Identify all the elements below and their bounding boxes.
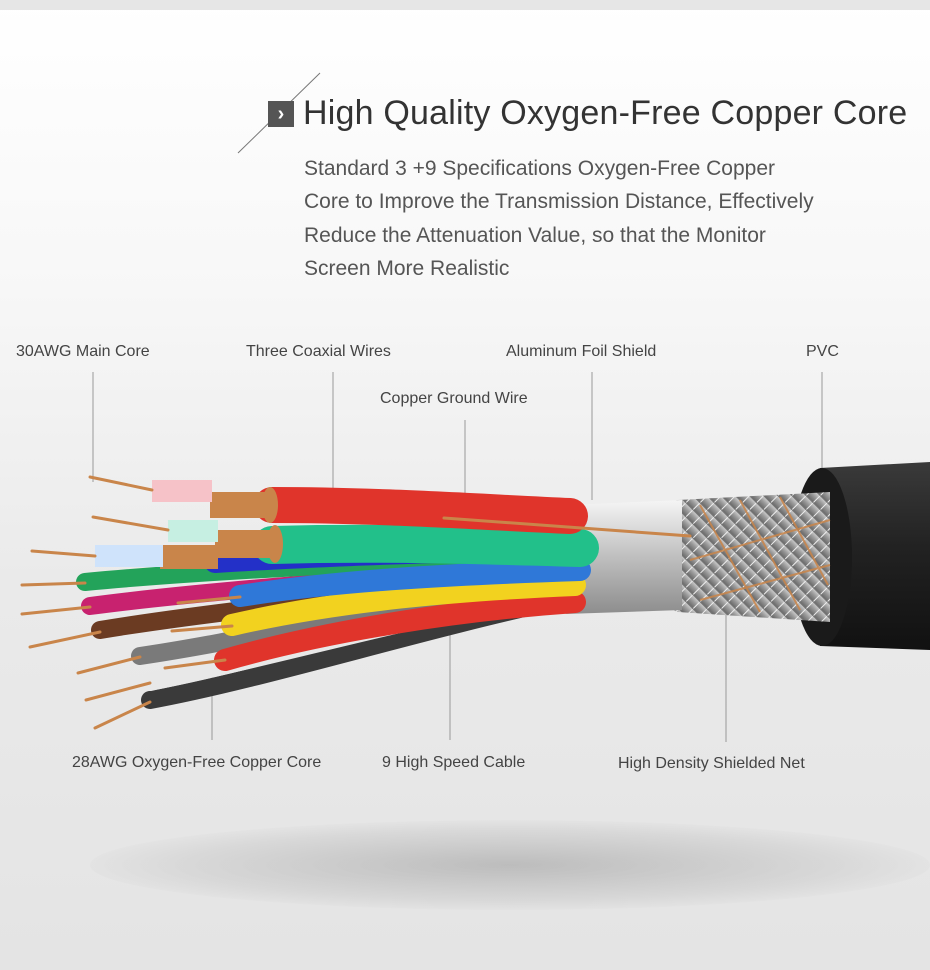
shielded-net bbox=[662, 492, 831, 622]
description-line-3: Reduce the Attenuation Value, so that th… bbox=[304, 224, 766, 247]
chevron-right-icon: › bbox=[268, 101, 294, 127]
label-three-coaxial-wires: Three Coaxial Wires bbox=[246, 343, 391, 360]
top-bar bbox=[0, 0, 930, 10]
label-30awg-main-core: 30AWG Main Core bbox=[16, 343, 150, 360]
label-high-density-shielded-net: High Density Shielded Net bbox=[618, 755, 805, 772]
signal-wires bbox=[76, 487, 599, 709]
label-28awg-copper-core: 28AWG Oxygen-Free Copper Core bbox=[72, 754, 322, 771]
label-9-high-speed-cable: 9 High Speed Cable bbox=[382, 754, 526, 771]
description-line-2: Core to Improve the Transmission Distanc… bbox=[304, 190, 814, 213]
cable-shadow bbox=[90, 820, 930, 910]
label-aluminum-foil-shield: Aluminum Foil Shield bbox=[506, 343, 657, 360]
headline: High Quality Oxygen-Free Copper Core bbox=[303, 94, 908, 132]
label-pvc: PVC bbox=[806, 343, 839, 360]
description-line-4: Screen More Realistic bbox=[304, 257, 510, 280]
description-line-1: Standard 3 +9 Specifications Oxygen-Free… bbox=[304, 157, 776, 180]
label-copper-ground-wire: Copper Ground Wire bbox=[380, 390, 528, 407]
copper-conductors bbox=[20, 475, 692, 730]
coaxial-cores bbox=[95, 480, 283, 569]
